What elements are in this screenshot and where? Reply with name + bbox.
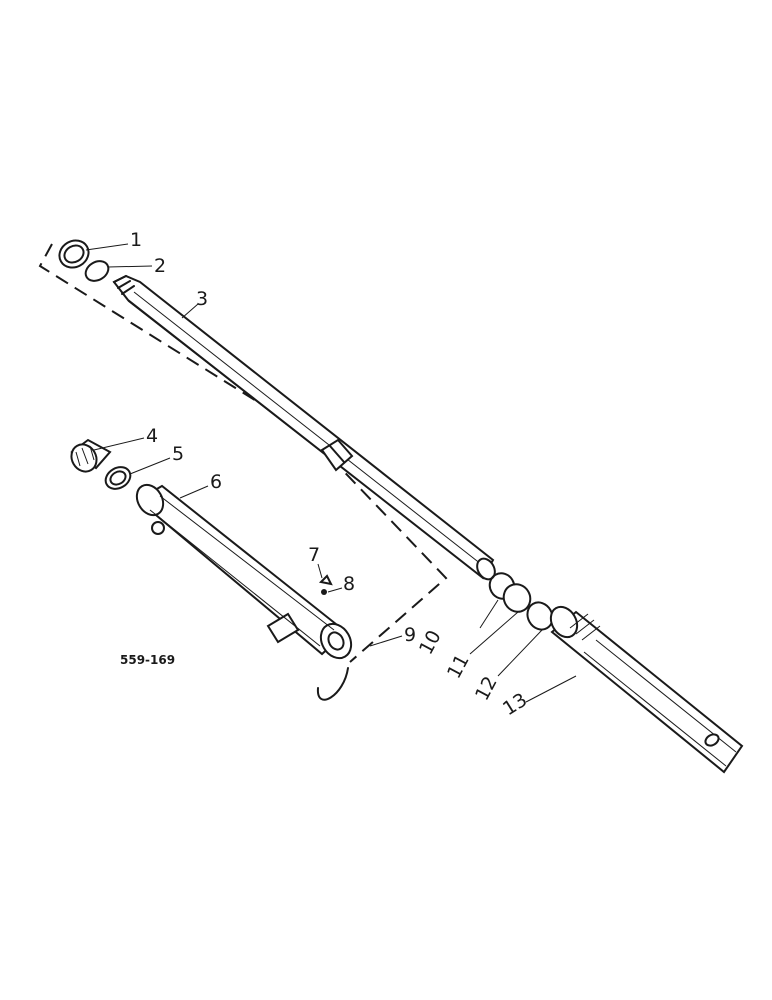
callout-3: 3 <box>196 288 208 310</box>
part-3-piston-rod <box>112 274 496 581</box>
callout-2: 2 <box>154 255 166 277</box>
part-8-ball <box>321 589 327 595</box>
leader-lines <box>85 243 577 703</box>
part-5-seal <box>104 466 132 490</box>
callout-1: 1 <box>130 229 142 251</box>
part-6-cylinder-barrel <box>135 483 353 660</box>
callout-4: 4 <box>146 425 158 447</box>
callout-10: 10 <box>415 627 446 659</box>
part-2-o-ring <box>84 260 110 282</box>
part-1-wiper-ring <box>58 239 90 269</box>
callout-12: 12 <box>471 673 502 705</box>
callout-11: 11 <box>443 651 474 683</box>
callout-8: 8 <box>343 573 355 595</box>
figure-code: 559-169 <box>120 653 175 667</box>
part-11-ring <box>502 583 532 613</box>
callout-13: 13 <box>499 689 531 720</box>
part-4-gland-nut <box>70 438 112 473</box>
callout-6: 6 <box>210 471 222 493</box>
callout-9: 9 <box>404 624 416 646</box>
part-9-snap-ring <box>316 667 349 701</box>
callout-7: 7 <box>308 544 320 566</box>
callout-5: 5 <box>172 443 184 465</box>
part-13-piston <box>549 605 744 774</box>
part-12-ring <box>526 601 554 631</box>
part-7-fitting <box>318 574 333 586</box>
